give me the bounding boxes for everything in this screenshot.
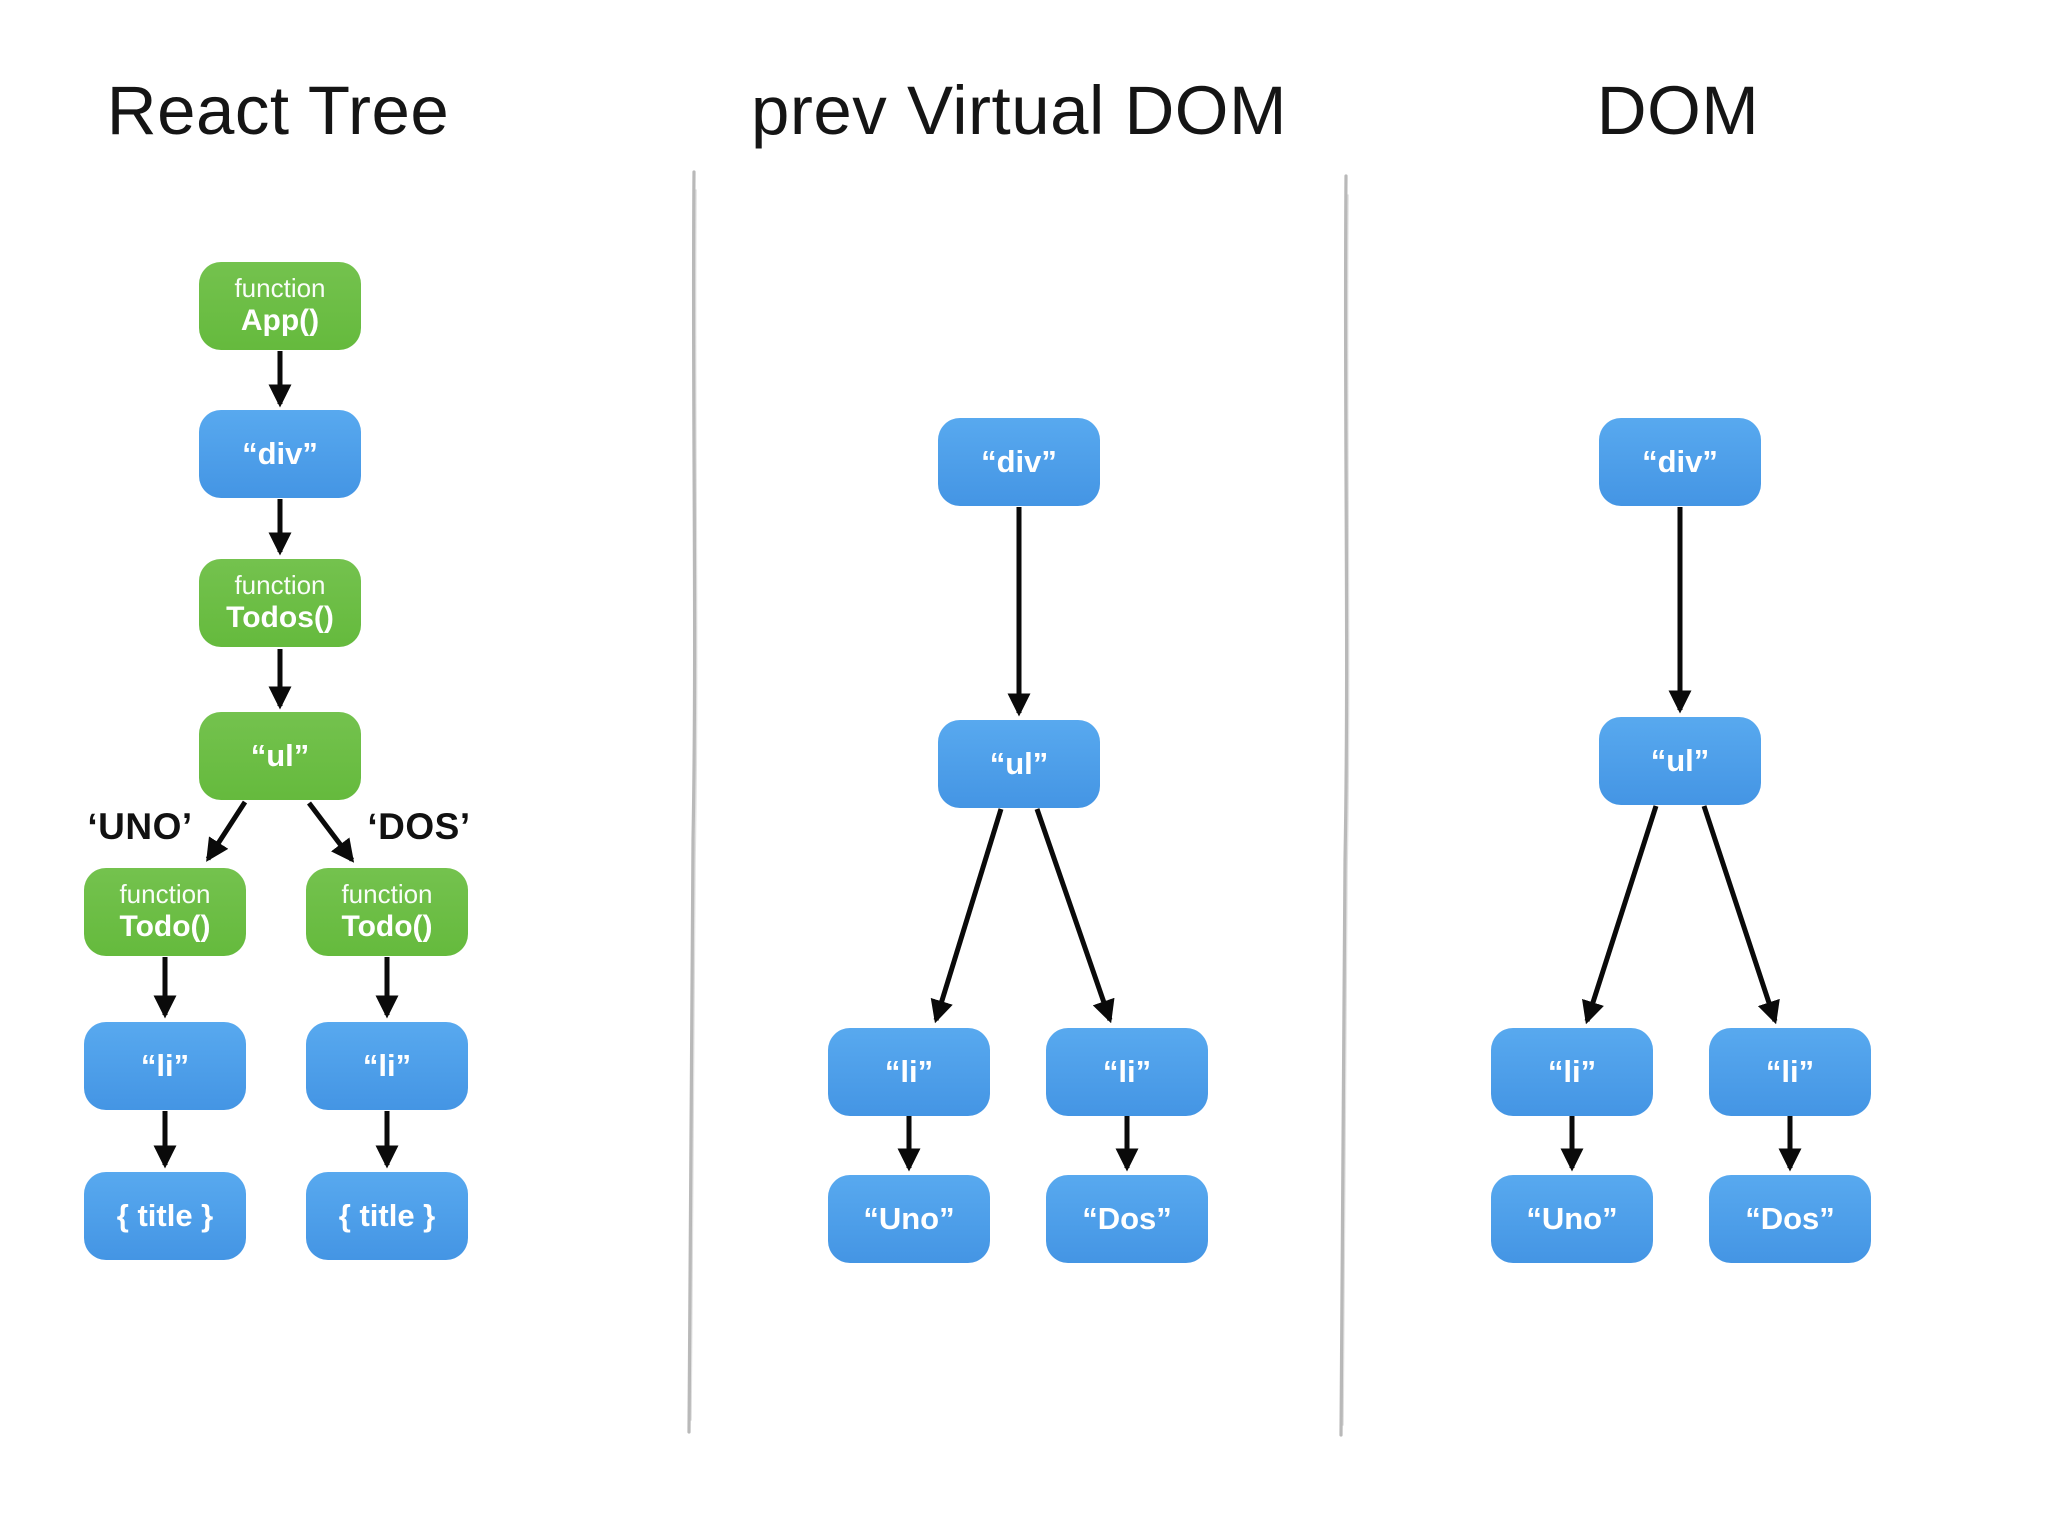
node-name-label: App() <box>240 304 320 338</box>
node-label: “ul” <box>989 746 1049 782</box>
node-dom-li-dos: “li” <box>1709 1028 1871 1116</box>
edge-label-dos: ‘DOS’ <box>367 806 471 847</box>
edge-dom-ul-to-li-uno <box>1582 805 1659 1025</box>
node-dom-ul: “ul” <box>1599 717 1761 805</box>
node-vdom-li-dos: “li” <box>1046 1028 1208 1116</box>
node-label: “Uno” <box>863 1201 955 1237</box>
node-label: “li” <box>1765 1054 1815 1090</box>
node-dom-div: “div” <box>1599 418 1761 506</box>
node-vdom-dos: “Dos” <box>1046 1175 1208 1263</box>
node-react-div: “div” <box>199 410 361 498</box>
node-label: “div” <box>1642 444 1718 480</box>
node-react-title-dos: { title } <box>306 1172 468 1260</box>
node-react-title-uno: { title } <box>84 1172 246 1260</box>
node-label: “div” <box>242 436 318 472</box>
node-label: “li” <box>1102 1054 1152 1090</box>
node-kind-label: function <box>341 879 433 910</box>
node-react-li-uno: “li” <box>84 1022 246 1110</box>
edge-react-ul-to-todo-uno <box>205 800 248 862</box>
node-label: “Dos” <box>1082 1201 1172 1237</box>
edge-vdom-ul-to-li-uno <box>930 808 1004 1024</box>
node-label: “li” <box>884 1054 934 1090</box>
edge-dom-ul-to-li-dos <box>1701 805 1780 1025</box>
node-vdom-div: “div” <box>938 418 1100 506</box>
node-label: “ul” <box>250 738 310 774</box>
node-kind-label: function <box>234 273 326 304</box>
column-title-react-tree: React Tree <box>106 72 450 149</box>
node-kind-label: function <box>234 570 326 601</box>
node-dom-uno: “Uno” <box>1491 1175 1653 1263</box>
node-name-label: Todo() <box>341 910 433 944</box>
node-label: { title } <box>116 1198 214 1234</box>
column-divider-right <box>1339 174 1350 1437</box>
node-label: “div” <box>981 444 1057 480</box>
edge-react-ul-to-todo-dos <box>307 801 355 863</box>
node-label: “Dos” <box>1745 1201 1835 1237</box>
node-label: “li” <box>1547 1054 1597 1090</box>
node-label: { title } <box>338 1198 436 1234</box>
node-dom-li-uno: “li” <box>1491 1028 1653 1116</box>
node-kind-label: function <box>119 879 211 910</box>
node-label: “li” <box>140 1048 190 1084</box>
node-vdom-uno: “Uno” <box>828 1175 990 1263</box>
edge-vdom-ul-to-li-dos <box>1034 808 1115 1024</box>
column-title-prev-virtual-dom: prev Virtual DOM <box>751 72 1287 149</box>
edge-label-uno: ‘UNO’ <box>87 806 193 847</box>
node-dom-dos: “Dos” <box>1709 1175 1871 1263</box>
column-divider-left <box>687 170 698 1434</box>
node-label: “Uno” <box>1526 1201 1618 1237</box>
node-name-label: Todo() <box>119 910 211 944</box>
node-react-ul: “ul” <box>199 712 361 800</box>
node-react-li-dos: “li” <box>306 1022 468 1110</box>
node-label: “ul” <box>1650 743 1710 779</box>
node-vdom-li-uno: “li” <box>828 1028 990 1116</box>
node-name-label: Todos() <box>226 601 334 635</box>
column-title-dom: DOM <box>1596 72 1760 149</box>
node-label: “li” <box>362 1048 412 1084</box>
node-vdom-ul: “ul” <box>938 720 1100 808</box>
